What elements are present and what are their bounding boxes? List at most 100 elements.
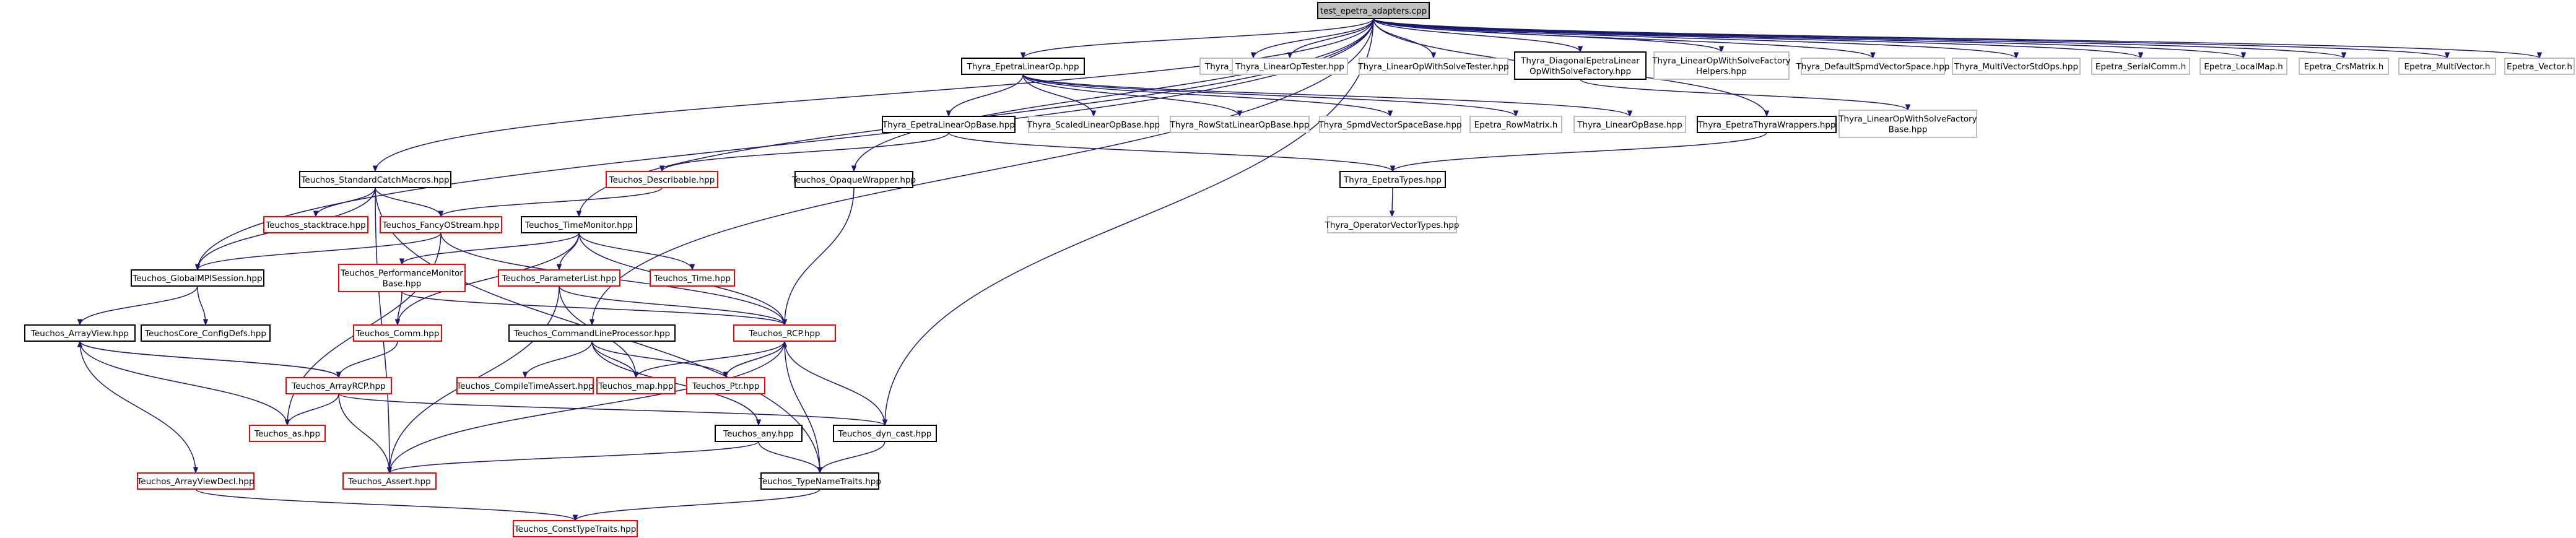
node-teuchos-comm-hpp[interactable]: Teuchos_Comm.hpp: [353, 324, 442, 342]
node-teuchos-commandlineprocessor-hpp[interactable]: Teuchos_CommandLineProcessor.hpp: [508, 324, 676, 342]
edge-root-to-vector: [1373, 18, 2542, 59]
node-teuchos-timemonitor-hpp[interactable]: Teuchos_TimeMonitor.hpp: [521, 216, 637, 233]
node-teuchos-assert-hpp[interactable]: Teuchos_Assert.hpp: [342, 472, 437, 490]
node-teuchos-map-hpp[interactable]: Teuchos_map.hpp: [596, 377, 676, 394]
edge-rcp-to-dyncast: [784, 341, 888, 427]
edge-root-to-stdcatch: [372, 18, 1374, 173]
edge-stdcatch-to-fancyos: [375, 187, 444, 218]
node-teuchos-rcp-hpp[interactable]: Teuchos_RCP.hpp: [733, 324, 836, 342]
edge-linearop-to-rowstat: [1022, 74, 1243, 118]
node-label: test_epetra_adapters.cpp: [1320, 6, 1427, 16]
edge-avdecl-to-consttypetraits: [195, 488, 578, 522]
node-label: Epetra_LocalMap.h: [2204, 62, 2283, 72]
node-thyra-epetralinearopbase-hpp[interactable]: Thyra_EpetraLinearOpBase.hpp: [882, 116, 1016, 133]
edge-opaque-to-rcp: [781, 187, 855, 326]
edge-arrayview-to-as: [79, 341, 290, 427]
node-teuchos-dyn-cast-hpp[interactable]: Teuchos_dyn_cast.hpp: [833, 425, 937, 442]
edge-globalmpi-to-configdefs: [197, 285, 209, 326]
node-label: Teuchos_GlobalMPISession.hpp: [132, 274, 262, 284]
node-label: Teuchos_CompileTimeAssert.hpp: [456, 381, 594, 391]
edge-paramlist-to-rcp: [559, 285, 788, 326]
edge-root-to-defspmd: [1373, 18, 1876, 59]
edge-root-to-serialcomm: [1373, 18, 2143, 59]
edge-arrayrcp-to-as: [284, 393, 339, 427]
node-box: [131, 269, 264, 287]
edge-any-to-typenametraits: [758, 441, 823, 474]
node-teuchos-fancyostream-hpp[interactable]: Teuchos_FancyOStream.hpp: [380, 216, 502, 233]
node-teuchos-consttypetraits-hpp[interactable]: Teuchos_ConstTypeTraits.hpp: [513, 520, 638, 537]
node-label: Epetra_Vector.h: [2507, 62, 2572, 72]
node-box: [1339, 171, 1446, 188]
node-box: [715, 425, 803, 442]
node-teuchos-time-hpp[interactable]: Teuchos_Time.hpp: [650, 269, 735, 287]
node-box: [1359, 58, 1508, 75]
node-epetra-localmap-h: Epetra_LocalMap.h: [2200, 58, 2287, 75]
node-label: Teuchos_ArrayViewDecl.hpp: [136, 477, 254, 487]
node-teuchos-opaquewrapper-hpp[interactable]: Teuchos_OpaqueWrapper.hpp: [791, 171, 916, 188]
node-teuchos-describable-hpp[interactable]: Teuchos_Describable.hpp: [606, 171, 718, 188]
node-box: [299, 171, 451, 188]
node-box: [794, 171, 913, 188]
edge-linearop-to-linearopbase: [946, 74, 1024, 118]
edges-layer: [77, 18, 2542, 522]
node-teuchos-as-hpp[interactable]: Teuchos_as.hpp: [249, 425, 326, 442]
node-box: [1317, 2, 1430, 19]
node-thyra-linearopbase-hpp: Thyra_LinearOpBase.hpp: [1573, 116, 1686, 133]
node-label: Teuchos_CommandLineProcessor.hpp: [513, 329, 670, 339]
node-teuchoscore-configdefs-hpp[interactable]: TeuchosCore_ConfigDefs.hpp: [141, 324, 271, 342]
node-label: Teuchos_FancyOStream.hpp: [381, 220, 499, 230]
node-test-epetra-adapters-cpp[interactable]: test_epetra_adapters.cpp: [1317, 2, 1430, 19]
node-box: [1573, 116, 1686, 133]
node-thyra-diagonalepetralinear-opwithsolvefactory-hpp[interactable]: Thyra_DiagonalEpetraLinearOpWithSolveFac…: [1514, 51, 1647, 80]
node-label: Thyra_LinearOpWithSolveFactory: [1838, 115, 1977, 124]
node-label: Thyra_LinearOpWithSolveTester.hpp: [1357, 62, 1508, 72]
edge-root-to-localmap: [1373, 18, 2246, 59]
edge-fancyos-to-globalmpi: [194, 232, 442, 271]
edge-root-to-linearop: [1020, 18, 1374, 59]
node-label: Teuchos_map.hpp: [598, 381, 674, 391]
node-label: Teuchos_ConstTypeTraits.hpp: [514, 524, 637, 534]
node-label: Thyra_LinearOpWithSolveFactory: [1651, 56, 1790, 66]
node-box: [24, 324, 136, 342]
node-box: [380, 216, 502, 233]
edge-root-to-opaque: [851, 18, 1374, 173]
edge-linearop-to-scaledlob: [1022, 74, 1097, 118]
node-label: Thyra_OperatorVectorTypes.hpp: [1325, 220, 1460, 230]
node-teuchos-typenametraits-hpp[interactable]: Teuchos_TypeNameTraits.hpp: [758, 472, 881, 490]
node-teuchos-arrayrcp-hpp[interactable]: Teuchos_ArrayRCP.hpp: [285, 377, 392, 394]
edge-root-to-mvstdops: [1373, 18, 2019, 59]
node-thyra-epetratypes-hpp[interactable]: Thyra_EpetraTypes.hpp: [1339, 171, 1446, 188]
node-thyra-defaultspmdvectorspace-hpp: Thyra_DefaultSpmdVectorSpace.hpp: [1796, 58, 1949, 75]
node-teuchos-stacktrace-hpp[interactable]: Teuchos_stacktrace.hpp: [263, 216, 368, 233]
node-teuchos-globalmpisession-hpp[interactable]: Teuchos_GlobalMPISession.hpp: [131, 269, 264, 287]
edge-clp-to-compiletime: [522, 341, 593, 379]
node-label: Teuchos_ArrayView.hpp: [30, 329, 129, 339]
node-teuchos-arrayviewdecl-hpp[interactable]: Teuchos_ArrayViewDecl.hpp: [136, 472, 255, 490]
node-box: [285, 377, 392, 394]
node-teuchos-standardcatchmacros-hpp[interactable]: Teuchos_StandardCatchMacros.hpp: [299, 171, 451, 188]
node-label: Thyra_EpetraLinearOp.hpp: [966, 62, 1079, 72]
node-label: Thyra_LinearOpBase.hpp: [1577, 120, 1682, 130]
node-teuchos-ptr-hpp[interactable]: Teuchos_Ptr.hpp: [686, 377, 765, 394]
node-thyra-epetrathyrawrappers-hpp[interactable]: Thyra_EpetraThyraWrappers.hpp: [1697, 116, 1837, 133]
node-teuchos-compiletimeassert-hpp[interactable]: Teuchos_CompileTimeAssert.hpp: [456, 377, 594, 394]
node-teuchos-arrayview-hpp[interactable]: Teuchos_ArrayView.hpp: [24, 324, 136, 342]
node-label: Teuchos_ParameterList.hpp: [502, 274, 617, 284]
node-label: Epetra_RowMatrix.h: [1474, 120, 1558, 130]
node-label: Thyra_RowStatLinearOpBase.hpp: [1170, 120, 1310, 130]
edge-root-to-diaglows: [1373, 18, 1583, 53]
node-box: [2398, 58, 2496, 75]
node-box: [1653, 51, 1790, 80]
node-thyra-scaledlinearopbase-hpp: Thyra_ScaledLinearOpBase.hpp: [1027, 116, 1160, 133]
edge-dyncast-to-typenametraits: [817, 441, 886, 474]
node-teuchos-parameterlist-hpp[interactable]: Teuchos_ParameterList.hpp: [498, 269, 620, 287]
edge-arrayrcp-to-dyncast: [338, 393, 887, 427]
node-epetra-serialcomm-h: Epetra_SerialComm.h: [2091, 58, 2190, 75]
edge-clp-to-map: [591, 341, 639, 379]
node-epetra-multivector-h: Epetra_MultiVector.h: [2398, 58, 2496, 75]
node-thyra-epetralinearop-hpp[interactable]: Thyra_EpetraLinearOp.hpp: [961, 58, 1085, 75]
edge-globalmpi-to-arrayview: [77, 285, 198, 326]
node-teuchos-any-hpp[interactable]: Teuchos_any.hpp: [715, 425, 803, 442]
